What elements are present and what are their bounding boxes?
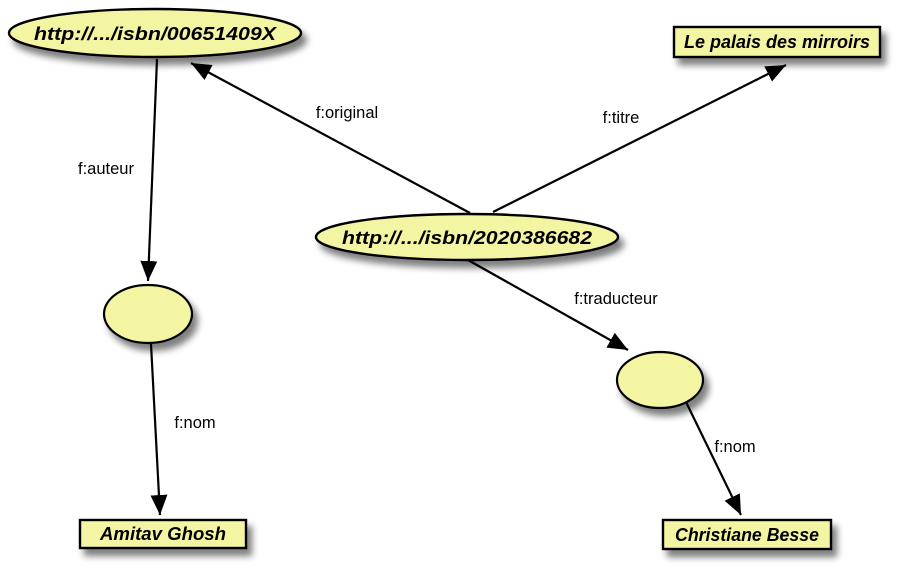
arrow-f-traducteur — [467, 259, 629, 351]
edge-f-original: f:original — [190, 62, 471, 214]
node-label-auteur-nom: Amitav Ghosh — [99, 524, 226, 544]
node-traducteur-nom-literal: Christiane Besse — [661, 518, 833, 551]
node-label-isbn-00651409X: http://.../isbn/00651409X — [34, 24, 277, 44]
literal-rect — [78, 518, 248, 550]
edge-f-titre: f:titre — [492, 64, 787, 213]
node-isbn-2020386682: http://.../isbn/2020386682 — [314, 212, 620, 262]
blank-node-ellipse — [102, 283, 194, 345]
edge-f-auteur: f:auteur — [78, 58, 159, 282]
arrow-f-original — [190, 62, 471, 214]
edge-label-f-original: f:original — [316, 104, 378, 122]
edge-label-f-nom-auteur: f:nom — [174, 414, 215, 432]
blank-node-ellipse — [615, 350, 705, 410]
arrow-f-nom-traducteur — [685, 401, 742, 516]
edge-f-traducteur: f:traducteur — [467, 259, 658, 351]
node-isbn-00651409X: http://.../isbn/00651409X — [7, 7, 303, 59]
edge-f-nom-traducteur: f:nom — [685, 401, 756, 516]
node-blank-auteur — [102, 283, 194, 345]
literal-rect — [672, 25, 882, 59]
node-auteur-nom-literal: Amitav Ghosh — [78, 518, 248, 550]
node-blank-traducteur — [615, 350, 705, 410]
edge-label-f-auteur: f:auteur — [78, 160, 134, 178]
edge-f-nom-auteur: f:nom — [149, 343, 216, 516]
arrow-f-nom-auteur — [149, 343, 168, 516]
resource-ellipse — [314, 212, 620, 262]
arrow-f-titre — [492, 64, 787, 213]
node-label-isbn-2020386682: http://.../isbn/2020386682 — [342, 228, 592, 248]
node-label-titre: Le palais des mirroirs — [684, 32, 870, 52]
arrow-f-auteur — [140, 58, 159, 282]
edge-label-f-traducteur: f:traducteur — [574, 290, 658, 308]
literal-rect — [661, 518, 833, 551]
node-titre-literal: Le palais des mirroirs — [672, 25, 882, 59]
resource-ellipse — [7, 7, 303, 59]
node-label-traducteur-nom: Christiane Besse — [675, 525, 819, 545]
edge-label-f-titre: f:titre — [603, 109, 640, 127]
edge-label-f-nom-traducteur: f:nom — [714, 438, 755, 456]
